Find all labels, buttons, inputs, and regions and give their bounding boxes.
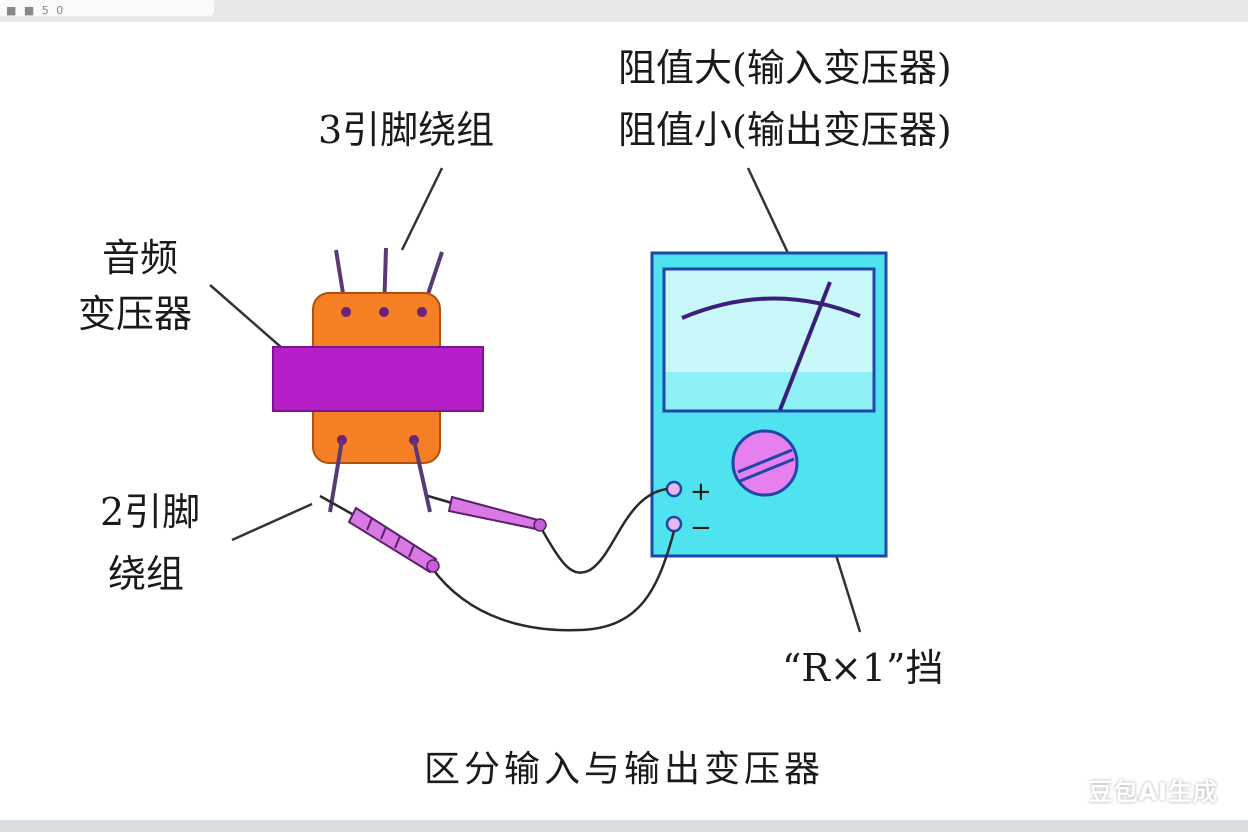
top-pin-left (341, 307, 351, 317)
plus-probe-wire (539, 487, 668, 574)
bottom-pin-lead-left (328, 439, 344, 513)
range-knob[interactable] (731, 429, 799, 497)
browser-topbar: ■ ■ 5 0 (0, 0, 1248, 22)
ai-watermark: 豆包AI生成 (1088, 778, 1218, 806)
two-pin-winding-label-line2: 绕组 (108, 552, 185, 596)
audio-transformer-label-line1: 音频 (101, 236, 178, 280)
plus-probe[interactable] (427, 494, 547, 532)
minus-probe-wire (430, 530, 676, 632)
tab-icons: ■ ■ 5 0 (6, 4, 66, 17)
multimeter-window-lower-tint (665, 372, 873, 410)
two-pin-winding-label-line1: 2引脚 (100, 490, 201, 534)
leader-audio-transformer (209, 284, 291, 356)
meter-scale-arc (681, 296, 861, 320)
plus-terminal[interactable] (665, 480, 683, 498)
leader-three-pin (400, 167, 444, 251)
minus-terminal[interactable] (665, 515, 683, 533)
diagram-canvas (0, 22, 1248, 820)
diagram-caption: 区分输入与输出变压器 (423, 749, 824, 790)
top-pin-middle (379, 307, 389, 317)
leader-two-pin (231, 502, 313, 542)
minus-sign: − (690, 513, 712, 543)
three-pin-winding-label: 3引脚绕组 (318, 108, 495, 152)
bottom-pin-lead-right (412, 439, 432, 513)
browser-tab[interactable]: ■ ■ 5 0 (0, 0, 214, 17)
range-setting-label: “R×1”挡 (782, 646, 944, 690)
transformer-core (272, 346, 484, 412)
top-pin-right (417, 307, 427, 317)
resistance-large-label: 阻值大(输入变压器) (618, 46, 952, 90)
plus-sign: + (690, 477, 712, 507)
resistance-small-label: 阻值小(输出变压器) (618, 108, 952, 152)
minus-probe[interactable] (319, 494, 440, 574)
meter-needle (778, 281, 832, 411)
bottom-bar (0, 820, 1248, 832)
audio-transformer-label-line2: 变压器 (77, 292, 192, 336)
